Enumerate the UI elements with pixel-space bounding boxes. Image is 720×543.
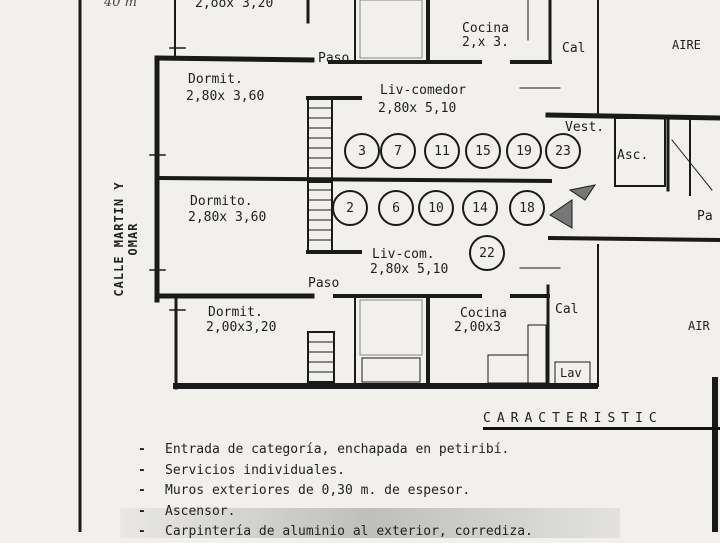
bottom-cocina-size: 2,00x3 (454, 320, 501, 335)
characteristics-list: -Entrada de categoría, enchapada en peti… (138, 440, 533, 543)
dormit-3-size: 2,00x3,20 (206, 320, 277, 335)
paso-top-label: Paso (318, 51, 350, 66)
dormit-1-size: 2,80x 3,60 (186, 89, 265, 104)
handwritten-note: 40 m (104, 0, 138, 10)
unit-number-14: 14 (462, 190, 498, 226)
liv-comedor-size: 2,80x 5,10 (378, 101, 457, 116)
unit-number-7: 7 (380, 133, 416, 169)
unit-number-18: 18 (509, 190, 545, 226)
unit-number-23: 23 (545, 133, 581, 169)
liv-com-size: 2,80x 5,10 (370, 262, 449, 277)
top-cocina-name: Cocina (462, 21, 509, 36)
pa-label: Pa (697, 209, 713, 224)
list-item: -Servicios individuales. (138, 462, 346, 478)
paso-bottom-label: Paso (308, 276, 340, 291)
unit-number-2: 2 (332, 190, 368, 226)
lav-label: Lav (560, 366, 582, 380)
unit-number-15: 15 (465, 133, 501, 169)
floor-plan-drawing (78, 0, 720, 532)
vest-label: Vest. (565, 120, 605, 135)
unit-number-11: 11 (424, 133, 460, 169)
unit-number-10: 10 (418, 190, 454, 226)
characteristics-title: CARACTERISTIC (483, 411, 720, 430)
dormit-1-name: Dormit. (188, 72, 243, 87)
unit-number-22: 22 (469, 235, 505, 271)
aire-bottom-label: AIR (688, 319, 710, 333)
list-item: -Muros exteriores de 0,30 m. de espesor. (138, 483, 471, 498)
dormit-2-name: Dormito. (190, 194, 253, 209)
asc-label: Asc. (617, 148, 649, 163)
list-item: -Ascensor. (138, 503, 236, 519)
unit-number-3: 3 (344, 133, 380, 169)
aire-top-label: AIRE (672, 38, 701, 52)
bottom-cal-label: Cal (555, 302, 579, 317)
unit-number-6: 6 (378, 190, 414, 226)
top-cal-label: Cal (562, 41, 586, 56)
list-item: -Carpintería de aluminio al exterior, co… (138, 524, 533, 539)
dormit-3-name: Dormit. (208, 305, 263, 320)
list-item: -Entrada de categoría, enchapada en peti… (138, 442, 510, 457)
bottom-cocina-name: Cocina (460, 306, 507, 321)
top-dormit-size: 2,oox 3,20 (195, 0, 274, 11)
dormit-2-size: 2,80x 3,60 (188, 210, 267, 225)
liv-comedor-name: Liv-comedor (380, 83, 467, 98)
street-label: CALLE MARTIN Y OMAR (112, 181, 140, 297)
top-cocina-size: 2,x 3. (462, 35, 509, 50)
unit-number-19: 19 (506, 133, 542, 169)
liv-com-name: Liv-com. (372, 247, 435, 262)
